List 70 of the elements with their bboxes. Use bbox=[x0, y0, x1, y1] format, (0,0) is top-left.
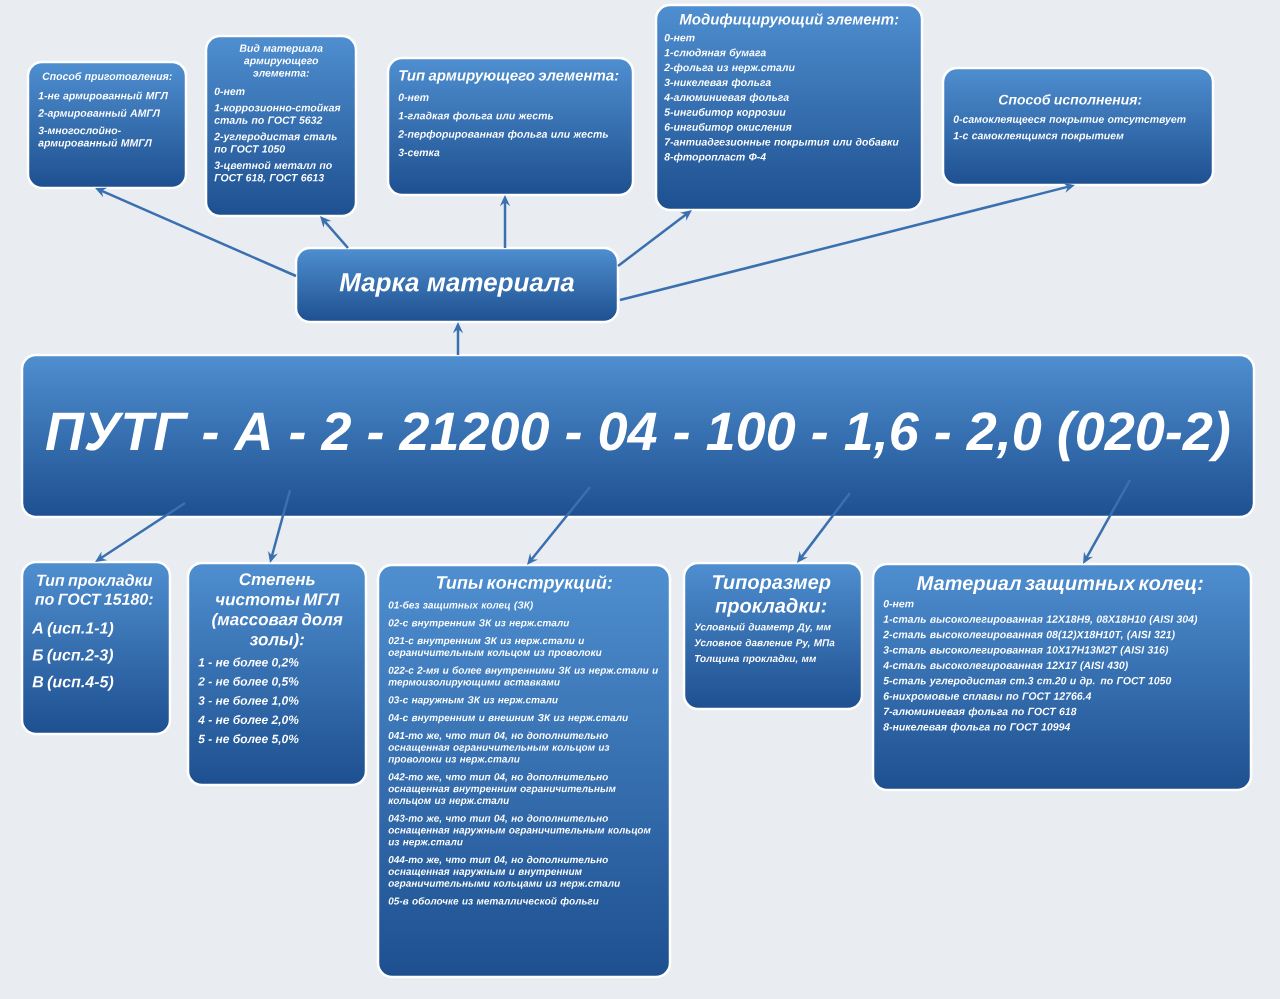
list-item: 01-без защитных колец (ЗК) bbox=[388, 601, 533, 611]
code-text: ПУТГ - А - 2 - 21200 - 04 - 100 - 1,6 - 2,0 (020-2) bbox=[45, 410, 1230, 462]
box-heading: Степень чистоты МГЛ (массовая доля золы): bbox=[212, 573, 343, 649]
box-heading: Типоразмер прокладки: bbox=[712, 575, 831, 617]
list-item: 3-многослойно-армированный ММГЛ bbox=[38, 126, 152, 149]
list-item: 5-сталь углеродистая ст.3 ст.20 и др. по ГОСТ 1050 bbox=[883, 676, 1172, 687]
list-item: В (исп.4-5) bbox=[32, 675, 114, 691]
list-item: 2-сталь высоколегированная 08(12)Х18Н10Т, (AISI 321) bbox=[883, 630, 1175, 641]
list-item: Б (исп.2-3) bbox=[32, 648, 114, 664]
box-heading: Способ приготовления: bbox=[42, 72, 172, 83]
arrow bbox=[617, 210, 692, 267]
list-item: 044-то же, что тип 04, но дополнительно оснащенная наружным и внутренним ограничительными кольцами из нерж.стали bbox=[388, 855, 621, 889]
list-item: 1 - не более 0,2% bbox=[198, 657, 299, 669]
list-item: 8-никелевая фольга по ГОСТ 10994 bbox=[883, 722, 1071, 733]
arrow bbox=[320, 216, 349, 249]
list-item: 7-алюминиевая фольга по ГОСТ 618 bbox=[883, 707, 1077, 718]
list-item: 3-сетка bbox=[398, 148, 440, 157]
list-item: 042-то же, что тип 04, но дополнительно оснащенная внутренним ограничительным кольцом из нерж.стали bbox=[388, 773, 616, 806]
list-item: 6-ингибитор окисления bbox=[664, 122, 792, 133]
list-item: 2-фольга из нерж.стали bbox=[664, 63, 795, 74]
box-title: Марка материала bbox=[339, 273, 575, 297]
list-item: 6-нихромовые сплавы по ГОСТ 12766.4 bbox=[883, 692, 1092, 702]
list-item: 8-фторопласт Ф-4 bbox=[664, 152, 766, 163]
list-item: 2 - не более 0,5% bbox=[198, 676, 299, 688]
list-item: 0-нет bbox=[398, 93, 429, 101]
list-item: 1-не армированный МГЛ bbox=[38, 91, 169, 102]
list-item: Условный диаметр Ду, мм bbox=[694, 622, 831, 633]
list-item: 1-слюдяная бумага bbox=[664, 48, 766, 59]
list-item: Толщина прокладки, мм bbox=[694, 654, 817, 665]
list-item: 2-перфорированная фольга или жесть bbox=[398, 130, 608, 140]
arrow bbox=[527, 486, 591, 565]
list-item: 4 - не более 2,0% bbox=[198, 715, 299, 726]
list-item: 04-с внутренним и внешним ЗК из нерж.стали bbox=[388, 714, 628, 724]
list-item: 03-с наружным ЗК из нерж.стали bbox=[388, 696, 558, 706]
box-heading: Способ исполнения: bbox=[998, 94, 1142, 105]
list-item: 022-с 2-мя и более внутренними ЗК из нерж.стали и термоизолирующими вставками bbox=[388, 666, 659, 688]
box-heading: Материал защитных колец: bbox=[917, 576, 1203, 595]
list-item: 1-сталь высоколегированная 12Х18Н9, 08Х18Н10 (AISI 304) bbox=[883, 615, 1198, 625]
list-item: 2-углеродистая сталь по ГОСТ 1050 bbox=[214, 132, 337, 153]
box-heading: Тип армирующего элемента: bbox=[399, 70, 619, 84]
list-item: 4-алюминиевая фольга bbox=[664, 93, 789, 104]
list-item: 2-армированный АМГЛ bbox=[38, 108, 161, 119]
list-item: 043-то же, что тип 04, но дополнительно оснащенная наружным ограничительным кольцом из нерж.стали bbox=[388, 814, 651, 848]
list-item: 3-сталь высоколегированная 10Х17Н13М2Т (AISI 316) bbox=[883, 645, 1169, 656]
list-item: 3 - не более 1,0% bbox=[198, 695, 299, 707]
list-item: 0-нет bbox=[883, 600, 914, 608]
list-item: 3-цветной металл по ГОСТ 618, ГОСТ 6613 bbox=[214, 161, 332, 183]
list-item: Условное давление Ру, МПа bbox=[694, 638, 835, 649]
list-item: 02-с внутренним ЗК из нерж.стали bbox=[388, 619, 570, 629]
list-item: 7-антиадгезионные покрытия или добавки bbox=[664, 137, 899, 148]
list-item: А (исп.1-1) bbox=[31, 621, 114, 637]
arrow bbox=[797, 492, 851, 563]
list-item: 3-никелевая фольга bbox=[664, 78, 771, 89]
arrow bbox=[95, 501, 186, 562]
list-item: 1-гладкая фольга или жесть bbox=[398, 111, 554, 122]
list-item: 1-коррозионно-стойкая сталь по ГОСТ 5632 bbox=[214, 103, 341, 124]
list-item: 0-нет bbox=[214, 87, 245, 96]
list-item: 0-нет bbox=[664, 34, 695, 42]
list-item: 041-то же, что тип 04, но дополнительно оснащенная ограничительным кольцом из проволоки из нерж.стали bbox=[388, 731, 610, 765]
box-heading: Вид материала армирующего элемента: bbox=[239, 44, 323, 77]
list-item: 5-ингибитор коррозии bbox=[664, 108, 786, 118]
list-item: 5 - не более 5,0% bbox=[198, 734, 299, 745]
list-item: 0-самоклеящееся покрытие отсутствует bbox=[953, 115, 1186, 126]
list-item: 4-сталь высоколегированная 12Х17 (AISI 430) bbox=[883, 661, 1128, 672]
box-heading: Тип прокладки по ГОСТ 15180: bbox=[35, 574, 153, 605]
list-item: 05-в оболочке из металлической фольги bbox=[388, 897, 599, 907]
box-heading: Модифицирующий элемент: bbox=[679, 13, 899, 28]
list-item: 1-с самоклеящимся покрытием bbox=[953, 132, 1124, 142]
box-heading: Типы конструкций: bbox=[436, 575, 612, 593]
list-item: 021-с внутренним ЗК из нерж.стали и ограничительным кольцом из проволоки bbox=[388, 637, 602, 658]
